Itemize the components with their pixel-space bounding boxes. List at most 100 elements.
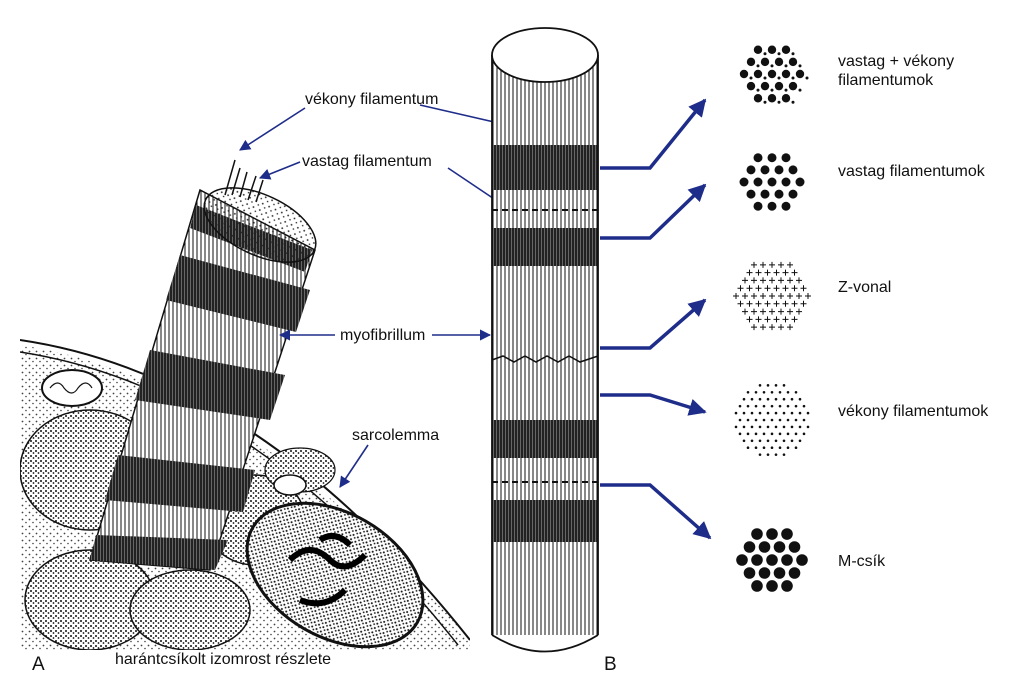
thin-filament-dot <box>786 404 790 408</box>
z-line-cross <box>778 293 784 299</box>
section-label: vastag filamentumok <box>838 163 985 180</box>
z-line-cross <box>773 300 780 307</box>
m-band-dot <box>736 554 748 566</box>
z-line-cross <box>742 293 748 299</box>
thin-filament-dot <box>802 404 806 408</box>
cross-sections <box>733 45 811 592</box>
z-line-cross <box>791 269 798 276</box>
z-line-cross <box>782 316 789 323</box>
thick-filament-dot <box>760 165 770 175</box>
cylinder-top <box>491 27 599 83</box>
thin-filament-dot <box>742 411 746 415</box>
z-line-cross <box>746 300 753 307</box>
thick-filament-dot <box>739 177 749 187</box>
thin-filament-dot <box>770 390 774 394</box>
thin-filament-dot <box>734 425 738 429</box>
thick-filament-dot <box>774 81 784 91</box>
thin-filament-dot <box>758 439 762 443</box>
m-band-dot <box>766 528 778 540</box>
z-line-cross <box>746 269 753 276</box>
section-label: vékony filamentumok <box>838 403 989 420</box>
label-myofibril: myofibrillum <box>340 327 426 344</box>
thin-filament-dot <box>738 418 742 422</box>
thin-filament-dot <box>774 384 778 387</box>
z-line-cross <box>746 316 753 323</box>
thick-filament-dot <box>774 57 784 67</box>
z-line-cross <box>778 261 784 268</box>
thin-filament-dot <box>798 425 802 429</box>
thin-filament-dot <box>766 411 770 415</box>
thin-filament-dot <box>766 425 770 429</box>
thin-filament-dot <box>798 88 802 92</box>
thin-filament-dot <box>738 432 742 436</box>
thin-filament-dot <box>784 64 788 68</box>
arrow-to-section-3 <box>600 298 707 350</box>
z-line-cross <box>751 308 757 315</box>
thick-filament-dot <box>767 153 777 163</box>
z-line-cross <box>787 324 793 331</box>
z-line-cross <box>787 308 793 315</box>
thin-filament-dot <box>746 404 750 408</box>
myofibril-3d <box>89 159 317 571</box>
z-line-cross <box>764 269 771 276</box>
thick-filament-dot <box>753 69 763 79</box>
z-line-cross <box>787 277 793 284</box>
z-line-cross <box>782 269 789 276</box>
thick-filament-dot <box>788 81 798 91</box>
thick-filament-dot <box>739 69 749 79</box>
z-line-cross <box>782 300 789 307</box>
label-thick-filament: vastag filamentum <box>302 153 432 170</box>
thin-filament-dot <box>794 404 798 408</box>
cross-section-thick-and-thin <box>739 45 809 104</box>
thin-filament-dot <box>790 439 794 443</box>
thin-filament-dot <box>746 432 750 436</box>
panel-letter-a: A <box>32 654 45 675</box>
z-line-cross <box>733 293 739 299</box>
thin-filament-dot <box>750 397 754 401</box>
z-line-cross <box>778 324 784 331</box>
thick-filament-dot <box>753 153 763 163</box>
thin-filament-dot <box>758 425 762 429</box>
z-line-cross <box>773 285 780 292</box>
thick-filament-dot <box>767 201 777 211</box>
thin-filament-dot <box>758 384 762 387</box>
section-arrows <box>600 98 712 540</box>
z-line-cross <box>773 316 780 323</box>
thick-filament-dot <box>746 165 756 175</box>
z-line-cross <box>755 269 762 276</box>
m-band-dot <box>796 554 808 566</box>
thin-filament-dot <box>742 439 746 443</box>
thick-filament-dot <box>781 177 791 187</box>
thin-filament-dot <box>754 390 758 394</box>
z-line-cross <box>737 300 744 307</box>
thin-filament-dot <box>794 390 798 394</box>
section-label: vastag + vékony filamentumok <box>838 53 955 89</box>
thin-filament-dot <box>806 411 810 415</box>
m-band-dot <box>751 580 763 592</box>
z-line-cross <box>751 277 757 284</box>
thick-filament-dot <box>795 177 805 187</box>
thin-filament-dot <box>766 384 770 387</box>
thick-filament-dot <box>788 189 798 199</box>
thin-filament-dot <box>774 453 778 456</box>
z-line-cross <box>764 300 771 307</box>
thick-filament-dot <box>760 57 770 67</box>
thin-filament-dot <box>777 100 781 104</box>
thick-filament-dot <box>788 57 798 67</box>
z-line-cross <box>791 285 798 292</box>
thin-filament-dot <box>762 404 766 408</box>
m-band-dot <box>781 528 793 540</box>
z-line-cross <box>805 293 811 299</box>
z-line-cross <box>760 293 766 299</box>
thin-filament-dot <box>746 446 750 450</box>
myofibril-cylinder <box>491 27 599 653</box>
thin-filament-dot <box>749 76 753 80</box>
z-line-cross <box>796 293 802 299</box>
z-line-cross <box>764 316 771 323</box>
thick-filament-dot <box>781 94 791 103</box>
thin-filament-dot <box>782 397 786 401</box>
thin-filament-dot <box>746 418 750 422</box>
thin-filament-dot <box>777 76 781 80</box>
m-band-dot <box>751 528 763 540</box>
